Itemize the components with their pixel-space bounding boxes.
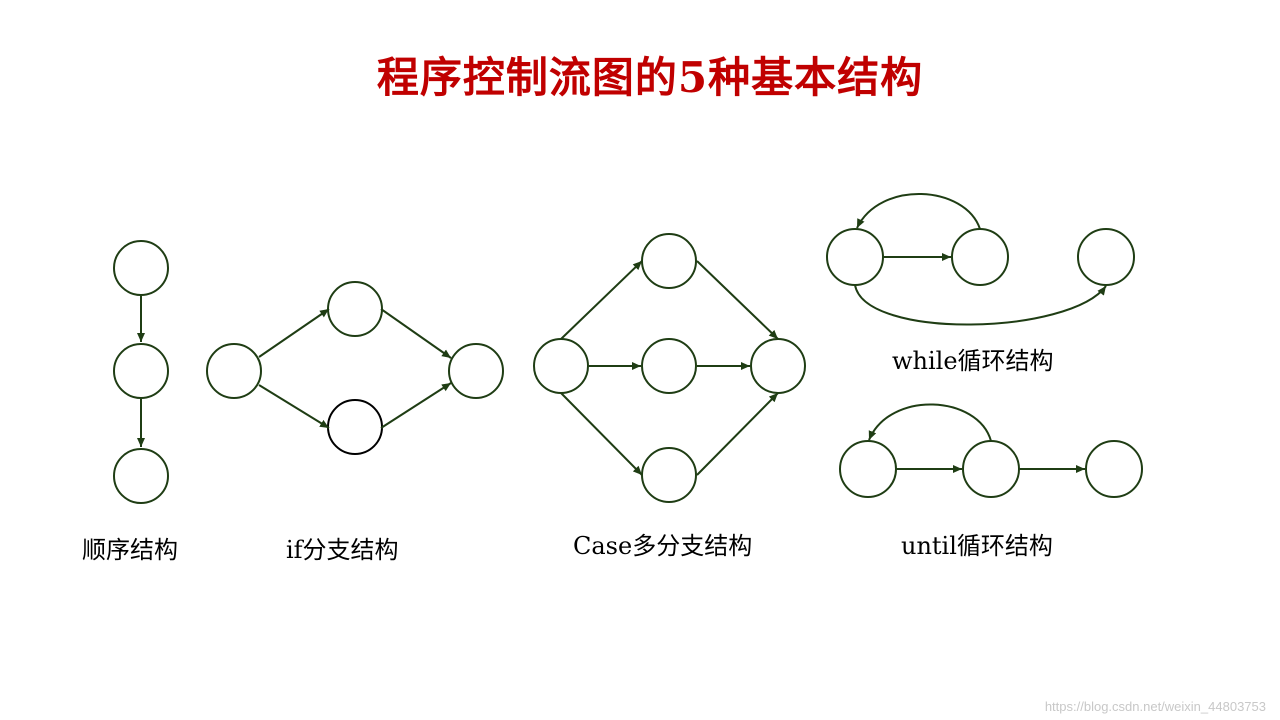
case-node-top bbox=[641, 233, 697, 289]
while-node-2 bbox=[951, 228, 1009, 286]
if-edge-3 bbox=[380, 308, 452, 359]
until-node-1 bbox=[839, 440, 897, 498]
if-node-bottom bbox=[327, 399, 383, 455]
sequence-node-3 bbox=[113, 448, 169, 504]
if-node-top bbox=[327, 281, 383, 337]
until-structure bbox=[839, 403, 1143, 498]
case-edge-1 bbox=[560, 260, 643, 340]
until-label: until循环结构 bbox=[901, 532, 1053, 560]
case-node-bottom bbox=[641, 447, 697, 503]
case-node-start bbox=[533, 338, 589, 394]
if-structure bbox=[206, 281, 504, 455]
if-edge-2 bbox=[258, 384, 330, 429]
case-edge-4 bbox=[696, 260, 779, 340]
case-node-end bbox=[750, 338, 806, 394]
if-edge-1 bbox=[258, 308, 330, 358]
case-edge-3 bbox=[560, 392, 643, 476]
case-edge-6 bbox=[696, 392, 779, 476]
case-structure bbox=[533, 233, 806, 503]
sequence-label: 顺序结构 bbox=[82, 536, 178, 564]
until-node-2 bbox=[962, 440, 1020, 498]
sequence-node-2 bbox=[113, 343, 169, 399]
case-label: Case多分支结构 bbox=[573, 532, 753, 560]
until-node-3 bbox=[1085, 440, 1143, 498]
if-node-end bbox=[448, 343, 504, 399]
until-edge-loop-back bbox=[868, 403, 992, 442]
page-title: 程序控制流图的5种基本结构 bbox=[376, 53, 924, 102]
while-label: while循环结构 bbox=[892, 347, 1054, 375]
while-node-1 bbox=[826, 228, 884, 286]
while-edge-loop-back bbox=[856, 193, 981, 230]
watermark: https://blog.csdn.net/weixin_44803753 bbox=[1044, 699, 1266, 714]
sequence-node-1 bbox=[113, 240, 169, 296]
while-edge-exit bbox=[854, 284, 1107, 326]
if-node-start bbox=[206, 343, 262, 399]
if-label: if分支结构 bbox=[286, 536, 399, 564]
case-node-middle bbox=[641, 338, 697, 394]
if-edge-4 bbox=[380, 382, 452, 429]
sequence-structure bbox=[113, 240, 169, 504]
while-structure bbox=[826, 193, 1135, 326]
while-node-3 bbox=[1077, 228, 1135, 286]
